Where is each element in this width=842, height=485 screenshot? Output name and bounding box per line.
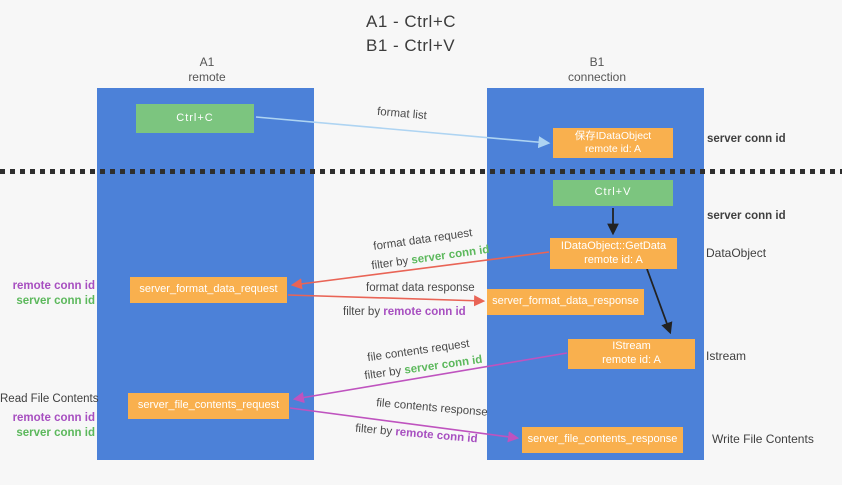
format-data-response-label: format data response <box>366 282 475 294</box>
filter-by-text: filter by <box>354 422 393 438</box>
column-header-b1: B1 connection <box>537 55 657 85</box>
node-server-format-data-response: server_format_data_response <box>487 289 644 315</box>
format-data-response-arrow <box>287 294 486 307</box>
filter-by-text: filter by <box>343 306 381 318</box>
page-title: A1 - Ctrl+C B1 - Ctrl+V <box>366 10 456 58</box>
remote-conn-id-note-2: remote conn id <box>12 412 95 424</box>
server-conn-id-text: server conn id <box>410 243 491 267</box>
node-ctrl-c: Ctrl+C <box>136 104 254 133</box>
remote-conn-id-text: remote conn id <box>383 306 466 318</box>
server-conn-id-note-mid: server conn id <box>707 210 786 222</box>
save-idataobject-line2: remote id: A <box>584 143 642 155</box>
node-server-file-contents-request: server_file_contents_request <box>128 393 289 419</box>
column-b1-role: connection <box>567 70 627 84</box>
title-line-1: A1 - Ctrl+C <box>366 12 457 31</box>
getdata-line2: remote id: A <box>584 253 643 266</box>
ctrl-v-label: Ctrl+V <box>594 186 632 199</box>
ctrl-c-label: Ctrl+C <box>176 111 214 124</box>
remote-conn-id-note-1: remote conn id <box>12 280 95 292</box>
server-file-contents-response-label: server_file_contents_response <box>527 433 678 446</box>
write-file-contents-text: Write File Contents <box>712 432 814 446</box>
node-istream: IStream remote id: A <box>568 339 695 369</box>
title-line-2: B1 - Ctrl+V <box>366 35 456 55</box>
server-conn-id-note-1: server conn id <box>16 294 95 307</box>
file-contents-response-label: file contents response <box>375 397 489 419</box>
column-header-a1: A1 remote <box>147 55 267 85</box>
column-a1-name: A1 <box>199 55 215 69</box>
column-b1-name: B1 <box>589 55 605 69</box>
istream-note: Istream <box>706 349 747 363</box>
server-format-data-request-label: server_format_data_request <box>139 283 278 296</box>
server-conn-id-note-2: server conn id <box>16 426 95 439</box>
istream-line2: remote id: A <box>602 354 661 366</box>
remote-conn-id-text: remote conn id <box>394 426 479 446</box>
node-save-idataobject: 保存IDataObject remote id: A <box>553 128 673 158</box>
conn-id-notes-file: remote conn id server conn id <box>0 411 95 441</box>
server-format-data-response-label: server_format_data_response <box>492 295 639 308</box>
format-list-label: format list <box>376 105 428 123</box>
read-file-contents-note: Read File Contents <box>0 393 99 405</box>
filter-by-text: filter by <box>363 365 403 383</box>
save-idataobject-line1: 保存IDataObject <box>574 129 652 142</box>
conn-id-notes-format: remote conn id server conn id <box>0 279 95 309</box>
getdata-line1: IDataObject::GetData <box>560 239 667 252</box>
filter-by-remote-conn-id-1: filter by remote conn id <box>343 306 466 318</box>
node-idataobject-getdata: IDataObject::GetData remote id: A <box>550 238 677 269</box>
filter-by-remote-conn-id-2: filter by remote conn id <box>355 423 478 446</box>
server-conn-id-note-top: server conn id <box>707 133 786 145</box>
node-server-file-contents-response: server_file_contents_response <box>522 427 683 453</box>
istream-line1: IStream <box>612 340 651 353</box>
filter-by-text: filter by <box>370 255 410 273</box>
dataobject-note: DataObject <box>706 246 767 260</box>
phase-separator-dotted-line <box>0 169 842 174</box>
column-a1-role: remote <box>188 70 226 84</box>
node-ctrl-v: Ctrl+V <box>553 180 673 206</box>
node-server-format-data-request: server_format_data_request <box>130 277 287 303</box>
write-file-contents-note: Write File Contents <box>712 432 814 446</box>
server-file-contents-request-label: server_file_contents_request <box>137 399 280 412</box>
